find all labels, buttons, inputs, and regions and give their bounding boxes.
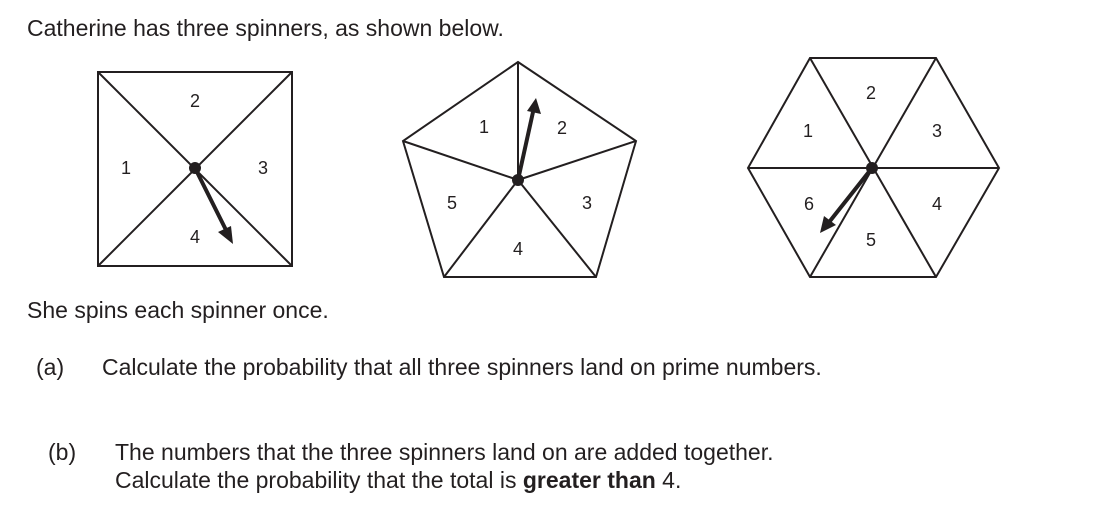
square-pointer-arrowhead [218, 226, 233, 244]
square-label-1: 1 [121, 158, 131, 178]
question-b-line2: Calculate the probability that the total… [115, 466, 681, 494]
pentagon-spinner-divider [402, 140, 519, 181]
hexagon-pointer-pivot [866, 162, 878, 174]
hexagon-label-1: 1 [803, 121, 813, 141]
square-spinner-outline [97, 71, 293, 267]
intro-text: Catherine has three spinners, as shown b… [27, 15, 504, 41]
square-pointer-arrow [193, 167, 228, 231]
pentagon-label-2: 2 [557, 118, 567, 138]
pentagon-label-5: 5 [447, 193, 457, 213]
pentagon-spinner-divider [517, 179, 597, 278]
hexagon-label-3: 3 [932, 121, 942, 141]
question-b-label: (b) [48, 439, 77, 465]
pentagon-spinner-outline [401, 60, 638, 278]
pentagon-label-4: 4 [513, 239, 523, 259]
hexagon-pointer-arrow [828, 166, 874, 223]
hexagon-label-6: 6 [804, 194, 814, 214]
pentagon-label-3: 3 [582, 193, 592, 213]
question-b-line1: The numbers that the three spinners land… [115, 439, 774, 465]
pentagon-label-1: 1 [479, 117, 489, 137]
square-pointer-pivot [189, 162, 201, 174]
square-label-4: 4 [190, 227, 200, 247]
pentagon-pointer-arrow [516, 111, 535, 181]
spins-once-text: She spins each spinner once. [27, 297, 329, 323]
hexagon-label-4: 4 [932, 194, 942, 214]
hexagon-label-5: 5 [866, 230, 876, 250]
pentagon-pointer-pivot [512, 174, 524, 186]
question-a-text: Calculate the probability that all three… [102, 354, 822, 380]
square-label-3: 3 [258, 158, 268, 178]
hexagon-label-2: 2 [866, 83, 876, 103]
question-b-line2-end: 4. [655, 467, 682, 493]
question-b-emphasis: greater than [522, 467, 656, 493]
hexagon-pointer-arrowhead [820, 216, 836, 233]
question-a-label: (a) [36, 354, 65, 380]
pentagon-spinner-divider [517, 140, 637, 181]
pentagon-spinner-divider [443, 179, 519, 278]
pentagon-pointer-arrowhead [527, 98, 541, 114]
square-label-2: 2 [190, 91, 200, 111]
question-b-line2-start: Calculate the probability that the total… [115, 467, 523, 493]
